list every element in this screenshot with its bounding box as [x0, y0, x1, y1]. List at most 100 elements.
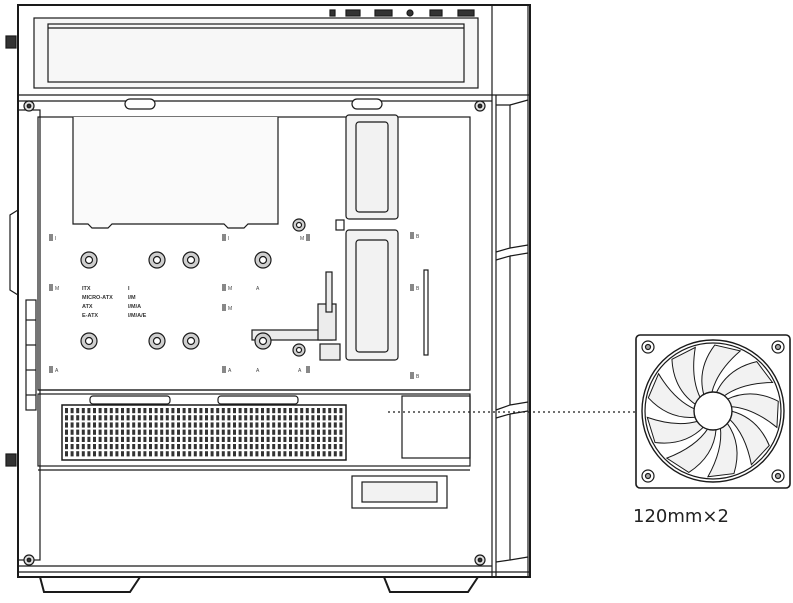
vent-slot: [339, 429, 343, 435]
vent-slot: [238, 429, 242, 435]
vent-slot: [132, 436, 136, 442]
case-feet: [39, 576, 479, 593]
fan-blade: [665, 427, 717, 473]
size-label-itx: ITX: [82, 286, 91, 292]
vent-slot: [115, 444, 119, 450]
vent-slot: [87, 422, 91, 428]
vent-slot: [283, 408, 287, 414]
chassis-outline: [17, 4, 531, 578]
vent-slot: [216, 422, 220, 428]
vent-slot: [70, 444, 74, 450]
vent-slot: [210, 444, 214, 450]
vent-slot: [188, 408, 192, 414]
vent-slot: [143, 451, 147, 457]
vent-slot: [317, 422, 320, 428]
vent-slot: [76, 444, 80, 450]
fan-blade: [646, 416, 705, 444]
vent-slot: [199, 436, 203, 442]
vent-slot: [87, 429, 91, 435]
vent-slot: [121, 415, 124, 421]
motherboard-size-legend: ITX MICRO-ATX ATX E-ATX I I/M I/M/A I/M/…: [82, 286, 147, 319]
vent-slot: [227, 444, 231, 450]
vent-slot: [160, 451, 164, 457]
vent-slot: [294, 408, 298, 414]
vent-slot: [244, 429, 248, 435]
vent-slot: [339, 422, 343, 428]
vent-slot: [121, 422, 124, 428]
marker-letter: M: [55, 286, 59, 292]
vent-slot: [328, 451, 332, 457]
vent-slot: [98, 451, 102, 457]
vent-slot: [98, 429, 102, 435]
vent-slot: [311, 451, 315, 457]
vent-slot: [126, 422, 130, 428]
vent-slot: [205, 444, 208, 450]
fan-120mm: [635, 334, 791, 489]
vent-slot: [255, 451, 259, 457]
vent-slot: [210, 429, 214, 435]
code-label-e-atx: I/M/A/E: [128, 313, 147, 319]
vent-slot: [104, 408, 108, 414]
vent-slot: [261, 429, 264, 435]
vent-slot: [277, 415, 281, 421]
vent-slot: [154, 444, 158, 450]
vent-slot: [182, 436, 186, 442]
vent-slot: [272, 429, 276, 435]
vent-slot: [65, 444, 68, 450]
vent-slot: [70, 422, 74, 428]
vent-slot: [305, 408, 309, 414]
standoff-markers: [49, 232, 414, 379]
vent-slot: [143, 422, 147, 428]
vent-slot: [70, 436, 74, 442]
vent-slot: [311, 422, 315, 428]
vent-slot: [109, 429, 113, 435]
vent-slot: [300, 422, 304, 428]
vent-slot: [70, 429, 74, 435]
vent-slot: [317, 429, 320, 435]
vent-slot: [109, 415, 113, 421]
vent-slot: [277, 436, 281, 442]
vent-slot: [210, 422, 214, 428]
vent-slot: [333, 408, 337, 414]
vent-slot: [328, 444, 332, 450]
vent-slot: [317, 415, 320, 421]
vent-slot: [238, 444, 242, 450]
vent-slot: [205, 451, 208, 457]
vent-slot: [300, 415, 304, 421]
vent-slot: [227, 436, 231, 442]
fan-blade: [701, 344, 742, 397]
vent-slot: [300, 436, 304, 442]
vent-slot: [339, 415, 343, 421]
vent-slot: [81, 422, 85, 428]
vent-slot: [149, 436, 152, 442]
vent-slot: [126, 436, 130, 442]
marker-letter: B: [416, 286, 420, 292]
vent-slot: [143, 436, 147, 442]
vent-slot: [199, 422, 203, 428]
vent-slot: [160, 415, 164, 421]
vent-slot: [261, 415, 264, 421]
vent-slot: [221, 436, 225, 442]
fan-blade: [706, 421, 738, 478]
vent-slot: [177, 408, 180, 414]
vent-slot: [233, 408, 236, 414]
vent-slot: [76, 451, 80, 457]
vent-slot: [294, 422, 298, 428]
vent-slot: [305, 422, 309, 428]
vent-slot: [305, 444, 309, 450]
marker-letter: I: [55, 236, 56, 242]
vent-slot: [305, 415, 309, 421]
vent-slot: [132, 451, 136, 457]
vent-slot: [115, 429, 119, 435]
vent-slot: [333, 429, 337, 435]
vent-slot: [261, 408, 264, 414]
vent-slot: [104, 451, 108, 457]
vent-slot: [154, 429, 158, 435]
fan-blade: [715, 361, 774, 397]
vent-slot: [311, 408, 315, 414]
vent-slot: [70, 451, 74, 457]
vent-slot: [87, 436, 91, 442]
vent-slot: [160, 408, 164, 414]
vent-slot: [205, 429, 208, 435]
vent-slot: [109, 444, 113, 450]
